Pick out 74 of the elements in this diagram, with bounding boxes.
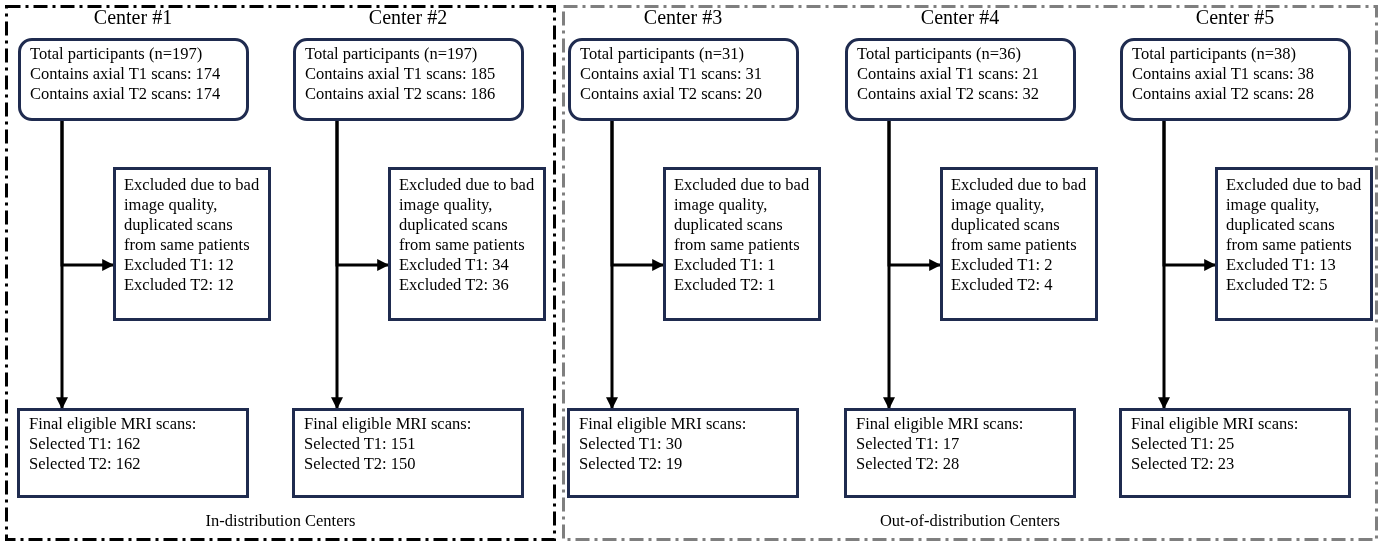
box-text: Final eligible MRI scans: [29, 414, 198, 434]
column-heading: Center #1 [92, 5, 174, 29]
box-text: Contains axial T2 scans: 186 [305, 84, 497, 104]
box-text: Contains axial T1 scans: 21 [857, 64, 1041, 84]
box-text: Excluded T2: 1 [674, 275, 777, 295]
box-text: Total participants (n=36) [857, 44, 1022, 64]
column-heading: Center #3 [642, 5, 724, 29]
group-caption: Out-of-distribution Centers [878, 511, 1062, 531]
box-text: Selected T1: 25 [1131, 434, 1236, 454]
group-frame [5, 5, 556, 541]
result-box [844, 408, 1076, 498]
exclusion-box [388, 167, 546, 321]
box-text: Excluded due to bad image quality, duplicated scans from same patients [1226, 175, 1363, 255]
box-text: Contains axial T2 scans: 28 [1132, 84, 1316, 104]
box-text: Excluded T1: 34 [399, 255, 510, 275]
result-box [1119, 408, 1351, 498]
arrow [60, 121, 115, 271]
exclusion-box [940, 167, 1098, 321]
participants-box [845, 38, 1076, 121]
box-text: Excluded T1: 12 [124, 255, 235, 275]
result-box [292, 408, 524, 498]
box-text: Excluded T1: 1 [674, 255, 777, 275]
box-text: Excluded T2: 36 [399, 275, 510, 295]
box-text: Excluded T1: 2 [951, 255, 1054, 275]
column-heading: Center #2 [367, 5, 449, 29]
participants-box [1120, 38, 1351, 121]
box-text: Final eligible MRI scans: [856, 414, 1025, 434]
box-text: Excluded T2: 4 [951, 275, 1054, 295]
participants-box [293, 38, 524, 121]
box-text: Excluded due to bad image quality, duplicated scans from same patients [399, 175, 536, 255]
box-text: Total participants (n=31) [580, 44, 745, 64]
box-text: Contains axial T2 scans: 20 [580, 84, 764, 104]
box-text: Contains axial T1 scans: 38 [1132, 64, 1316, 84]
participants-box [18, 38, 249, 121]
column-heading: Center #4 [919, 5, 1001, 29]
box-text: Selected T1: 151 [304, 434, 417, 454]
box-text: Selected T2: 19 [579, 454, 684, 474]
box-text: Excluded due to bad image quality, duplicated scans from same patients [674, 175, 811, 255]
arrow [335, 121, 390, 271]
box-text: Excluded due to bad image quality, duplicated scans from same patients [951, 175, 1088, 255]
box-text: Contains axial T1 scans: 185 [305, 64, 497, 84]
box-text: Excluded due to bad image quality, duplicated scans from same patients [124, 175, 261, 255]
box-text: Final eligible MRI scans: [1131, 414, 1300, 434]
arrow [610, 121, 665, 271]
exclusion-box [1215, 167, 1373, 321]
box-text: Contains axial T2 scans: 174 [30, 84, 222, 104]
box-text: Excluded T1: 13 [1226, 255, 1337, 275]
box-text: Selected T2: 150 [304, 454, 417, 474]
box-text: Total participants (n=197) [305, 44, 479, 64]
box-text: Excluded T2: 5 [1226, 275, 1329, 295]
group-frame [562, 5, 1378, 541]
exclusion-box [663, 167, 821, 321]
box-text: Final eligible MRI scans: [579, 414, 748, 434]
group-caption: In-distribution Centers [204, 511, 357, 531]
box-text: Final eligible MRI scans: [304, 414, 473, 434]
box-text: Selected T1: 30 [579, 434, 684, 454]
result-box [567, 408, 799, 498]
box-text: Selected T1: 17 [856, 434, 961, 454]
column-heading: Center #5 [1194, 5, 1276, 29]
arrow [887, 121, 942, 271]
box-text: Total participants (n=197) [30, 44, 204, 64]
box-text: Selected T2: 23 [1131, 454, 1236, 474]
box-text: Selected T2: 162 [29, 454, 142, 474]
box-text: Selected T2: 28 [856, 454, 961, 474]
box-text: Excluded T2: 12 [124, 275, 235, 295]
box-text: Contains axial T1 scans: 174 [30, 64, 222, 84]
box-text: Contains axial T1 scans: 31 [580, 64, 764, 84]
participants-box [568, 38, 799, 121]
box-text: Total participants (n=38) [1132, 44, 1297, 64]
exclusion-box [113, 167, 271, 321]
arrow [1162, 121, 1217, 271]
result-box [17, 408, 249, 498]
box-text: Contains axial T2 scans: 32 [857, 84, 1041, 104]
box-text: Selected T1: 162 [29, 434, 142, 454]
